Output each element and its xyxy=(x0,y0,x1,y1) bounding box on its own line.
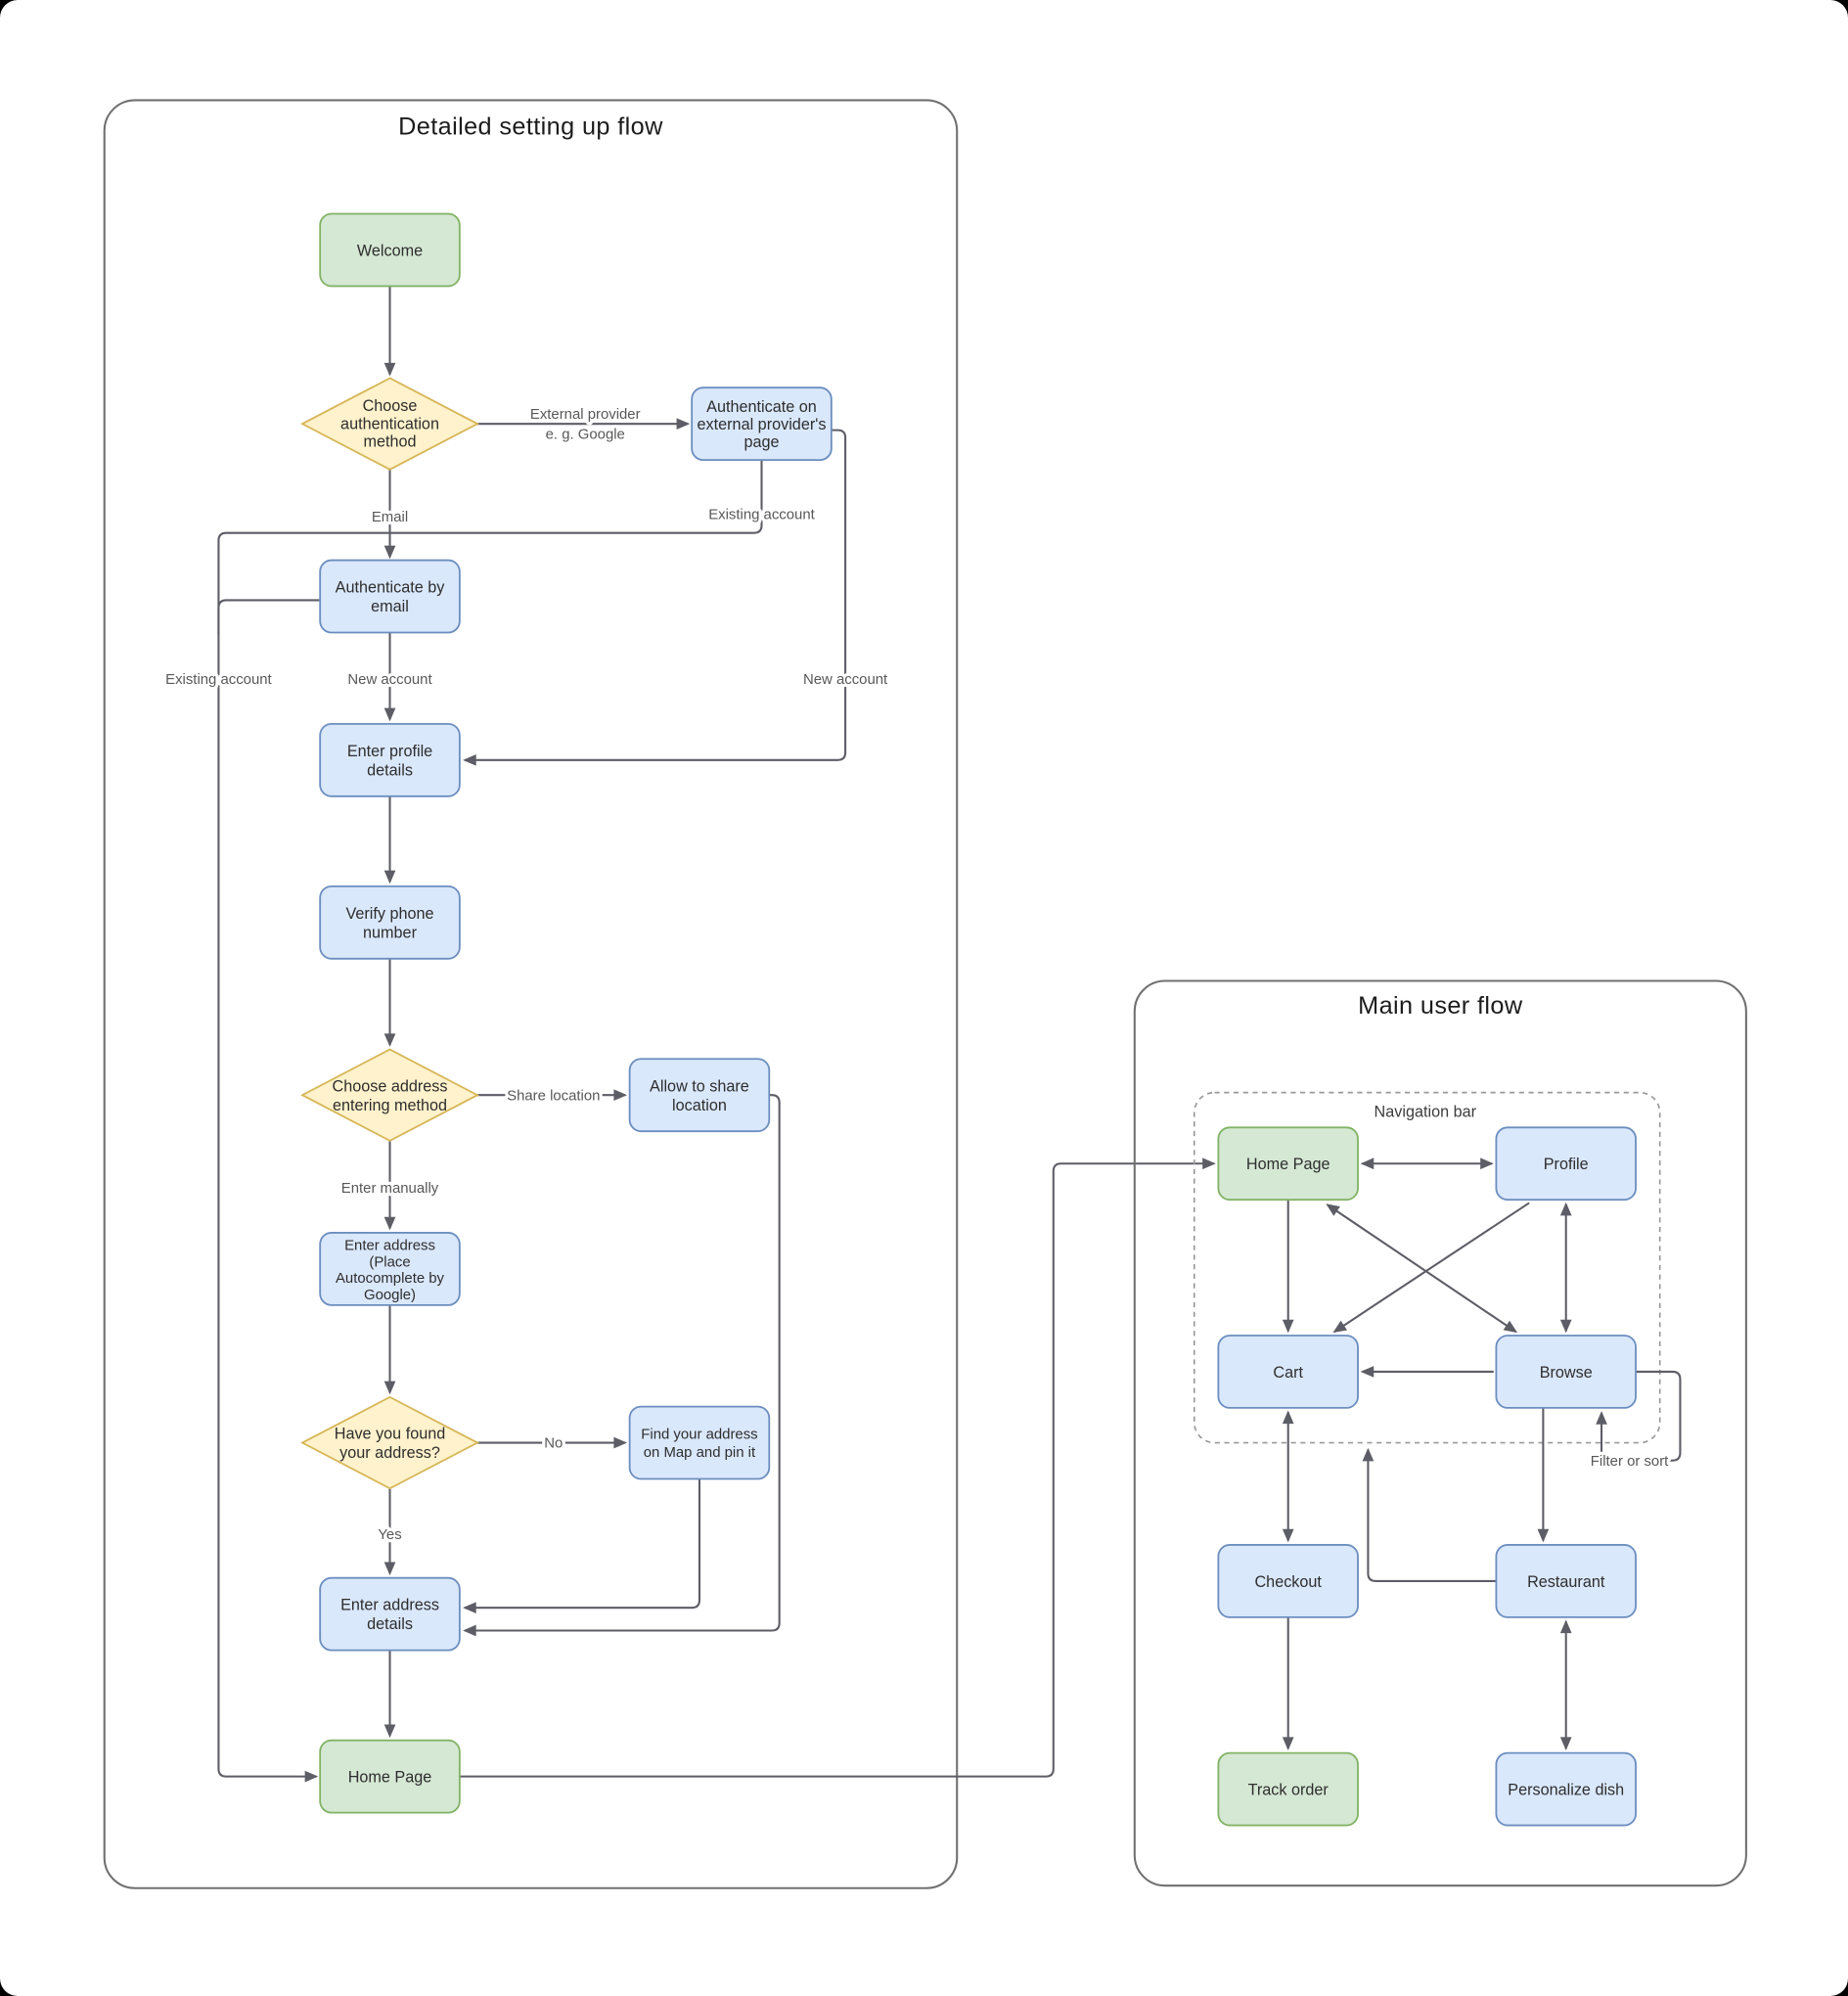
edge-label-existing-account-right: Existing account xyxy=(708,507,815,522)
flow-node-main-home-page-label: Home Page xyxy=(1246,1156,1330,1173)
flow-node-checkout-label: Checkout xyxy=(1254,1573,1322,1591)
edge-restaurant-to-navigation-bar xyxy=(1362,1447,1497,1582)
flow-node-allow-share-location xyxy=(628,1058,771,1133)
edge-home-to-main-flow-home xyxy=(459,1157,1216,1778)
flow-node-auth-external-provider xyxy=(691,386,833,462)
edge-label-no: No xyxy=(544,1436,563,1452)
edge-label-filter-or-sort: Filter or sort xyxy=(1591,1454,1669,1470)
edge-profile-to-cart-diagonal xyxy=(1332,1202,1530,1334)
edge-find-on-map-to-address-details xyxy=(463,1478,700,1613)
flow-node-track-order-label: Track order xyxy=(1248,1781,1330,1798)
flow-node-auth-by-email xyxy=(319,559,461,634)
main-user-flow-edges xyxy=(1282,1157,1682,1751)
flow-node-restaurant-label: Restaurant xyxy=(1527,1573,1605,1591)
flow-node-choose-address-method xyxy=(300,1048,479,1142)
flow-node-profile xyxy=(1495,1126,1637,1202)
detailed-setup-flow-border xyxy=(103,99,959,1889)
edge-label-new-account-center: New account xyxy=(347,672,432,688)
flow-node-home-page xyxy=(319,1739,461,1814)
main-user-flow-container: Main user flow Navigation bar Filter or … xyxy=(1133,979,1747,1887)
navigation-bar-group xyxy=(1193,1091,1661,1444)
detailed-setup-flow-edges xyxy=(217,286,1216,1783)
edge-ext-auth-existing-account xyxy=(217,460,763,635)
flow-node-cart xyxy=(1217,1335,1359,1409)
flow-node-personalize-dish-label: Personalize dish xyxy=(1508,1781,1624,1798)
edge-label-email: Email xyxy=(372,510,408,525)
edge-label-yes: Yes xyxy=(378,1527,401,1543)
flow-node-verify-phone xyxy=(319,885,461,960)
edge-allow-share-to-address-details xyxy=(463,1094,781,1637)
main-user-flow-border xyxy=(1133,979,1747,1887)
flow-node-welcome xyxy=(319,212,461,288)
flow-node-find-on-map xyxy=(628,1405,771,1480)
main-user-flow-title: Main user flow xyxy=(1358,992,1523,1020)
flow-node-enter-profile-details xyxy=(319,722,461,797)
flow-node-enter-address-autocomplete xyxy=(319,1232,461,1306)
flow-node-choose-auth-method xyxy=(300,377,479,471)
flow-node-found-address xyxy=(300,1395,479,1490)
main-user-flow-nodes: Home Page Profile Cart Browse Checkout R… xyxy=(1217,1126,1637,1827)
navigation-bar-label: Navigation bar xyxy=(1375,1103,1477,1120)
flow-node-personalize-dish xyxy=(1495,1751,1637,1827)
flow-node-enter-address-details xyxy=(319,1576,461,1652)
edge-ext-auth-new-to-profile xyxy=(463,429,847,766)
flow-node-browse xyxy=(1495,1335,1637,1409)
detailed-setup-flow-container: Detailed setting up flow External provid… xyxy=(103,99,1216,1889)
flow-node-checkout xyxy=(1217,1544,1359,1618)
flow-node-cart-label: Cart xyxy=(1273,1364,1303,1382)
flow-node-profile-label: Profile xyxy=(1544,1156,1589,1173)
edge-browse-filter-sort-loop xyxy=(1596,1370,1682,1462)
flow-node-main-home-page xyxy=(1217,1126,1359,1202)
detailed-setup-flow-title: Detailed setting up flow xyxy=(398,113,663,140)
flow-node-restaurant xyxy=(1495,1544,1637,1618)
edge-label-new-account-right: New account xyxy=(803,672,888,688)
flow-node-track-order xyxy=(1217,1751,1359,1827)
edge-auth-email-existing-to-home xyxy=(217,599,321,1783)
edge-label-share-location: Share location xyxy=(507,1088,600,1104)
edge-home-browse-diagonal-bidirectional xyxy=(1326,1203,1518,1334)
flow-node-home-page-label: Home Page xyxy=(348,1768,432,1786)
edge-label-enter-manually: Enter manually xyxy=(341,1181,439,1197)
flow-node-browse-label: Browse xyxy=(1540,1364,1593,1382)
edge-label-existing-account-left: Existing account xyxy=(165,672,272,688)
flow-node-welcome-label: Welcome xyxy=(357,242,423,259)
